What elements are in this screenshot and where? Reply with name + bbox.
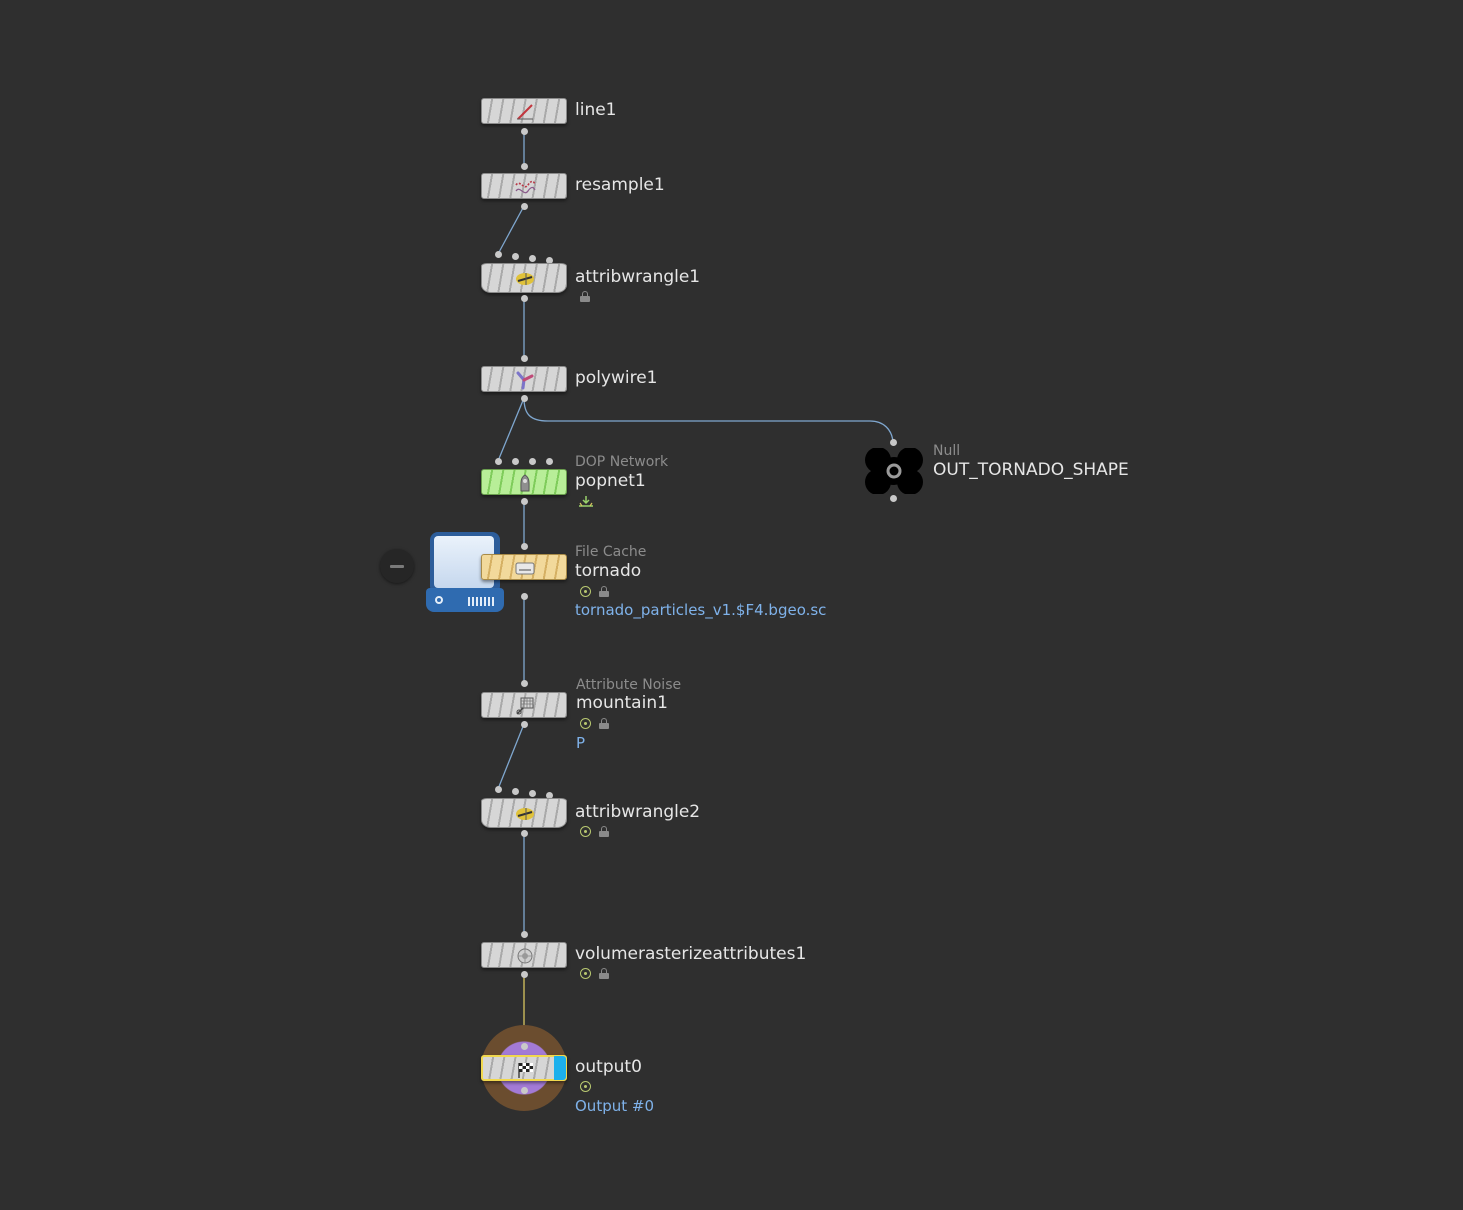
node-type-popnet1: DOP Network — [575, 454, 669, 470]
wire-polywire1-popnet1 — [497, 397, 525, 462]
display-flag-icon[interactable] — [580, 586, 591, 597]
node-name-mountain1: mountain1 — [576, 693, 668, 713]
node-name-volumerasterizeattributes1: volumerasterizeattributes1 — [575, 944, 807, 964]
node-name-resample1: resample1 — [575, 175, 665, 195]
output-port[interactable] — [521, 498, 528, 505]
node-volumerasterizeattributes1[interactable] — [481, 942, 567, 968]
output-port[interactable] — [521, 830, 528, 837]
param-file-path: tornado_particles_v1.$F4.bgeo.sc — [575, 601, 827, 619]
lock-icon[interactable] — [599, 586, 609, 597]
display-flag-icon[interactable] — [580, 826, 591, 837]
input-port[interactable] — [890, 439, 897, 446]
line-icon — [512, 102, 538, 122]
input-port-4[interactable] — [546, 458, 553, 465]
wire-mountain1-attribwrangle2 — [497, 723, 525, 790]
node-name-attribwrangle2: attribwrangle2 — [575, 802, 701, 822]
wire-resample1-attribwrangle1 — [497, 205, 525, 255]
param-attribute: P — [576, 734, 586, 752]
output-port[interactable] — [521, 593, 528, 600]
node-name-polywire1: polywire1 — [575, 368, 658, 388]
node-resample1[interactable] — [481, 173, 567, 199]
input-port-4[interactable] — [546, 257, 553, 264]
null-icon — [865, 447, 923, 495]
input-port-3[interactable] — [529, 458, 536, 465]
input-port-2[interactable] — [512, 458, 519, 465]
input-port-1[interactable] — [495, 458, 502, 465]
input-port[interactable] — [521, 163, 528, 170]
lock-icon[interactable] — [599, 718, 609, 729]
node-type-null: Null — [933, 443, 961, 459]
node-popnet1[interactable] — [481, 469, 567, 495]
input-port-1[interactable] — [495, 251, 502, 258]
input-port[interactable] — [521, 1043, 528, 1050]
node-name-line1: line1 — [575, 100, 617, 120]
resample-icon — [512, 177, 538, 197]
output-port[interactable] — [521, 721, 528, 728]
node-name-output0: output0 — [575, 1057, 642, 1077]
wrangle-icon — [512, 804, 538, 824]
output-port[interactable] — [521, 128, 528, 135]
node-name-tornado: tornado — [575, 561, 642, 581]
file-cache-icon — [512, 558, 538, 578]
display-flag[interactable] — [554, 1056, 566, 1080]
output-port[interactable] — [521, 1087, 528, 1094]
input-port-2[interactable] — [512, 253, 519, 260]
lock-icon[interactable] — [599, 968, 609, 979]
input-port-4[interactable] — [546, 792, 553, 799]
node-type-tornado: File Cache — [575, 544, 647, 560]
lock-icon[interactable] — [599, 826, 609, 837]
node-polywire1[interactable] — [481, 366, 567, 392]
input-port[interactable] — [521, 931, 528, 938]
output-port[interactable] — [521, 295, 528, 302]
output-port[interactable] — [521, 971, 528, 978]
node-tornado[interactable] — [481, 554, 567, 580]
wire-polywire1-null — [523, 397, 894, 443]
node-name-attribwrangle1: attribwrangle1 — [575, 267, 701, 287]
display-flag-icon[interactable] — [580, 968, 591, 979]
noise-icon — [512, 696, 538, 716]
polywire-icon — [512, 370, 538, 390]
node-attribwrangle1[interactable] — [481, 263, 567, 293]
wrangle-icon — [512, 269, 538, 289]
input-port[interactable] — [521, 543, 528, 550]
node-attribwrangle2[interactable] — [481, 798, 567, 828]
node-name-popnet1: popnet1 — [575, 471, 646, 491]
display-flag-icon[interactable] — [580, 1081, 591, 1092]
input-port-1[interactable] — [495, 786, 502, 793]
node-output0[interactable] — [481, 1055, 567, 1081]
sim-cache-icon — [579, 496, 593, 507]
output-port[interactable] — [890, 495, 897, 502]
node-line1[interactable] — [481, 98, 567, 124]
node-out-tornado-shape[interactable] — [862, 447, 926, 495]
output-icon — [513, 1060, 539, 1080]
input-port[interactable] — [521, 355, 528, 362]
output-port[interactable] — [521, 395, 528, 402]
input-port-2[interactable] — [512, 788, 519, 795]
node-type-mountain1: Attribute Noise — [576, 677, 682, 693]
display-flag-icon[interactable] — [580, 718, 591, 729]
input-port[interactable] — [521, 680, 528, 687]
volume-rasterize-icon — [512, 946, 538, 966]
input-port-3[interactable] — [529, 790, 536, 797]
node-mountain1[interactable] — [481, 692, 567, 718]
collapse-button[interactable] — [380, 549, 414, 583]
node-name-out-tornado-shape: OUT_TORNADO_SHAPE — [933, 460, 1129, 480]
output-port[interactable] — [521, 203, 528, 210]
dop-network-icon — [512, 473, 538, 493]
param-output-label: Output #0 — [575, 1097, 654, 1115]
lock-icon[interactable] — [580, 291, 590, 302]
input-port-3[interactable] — [529, 255, 536, 262]
